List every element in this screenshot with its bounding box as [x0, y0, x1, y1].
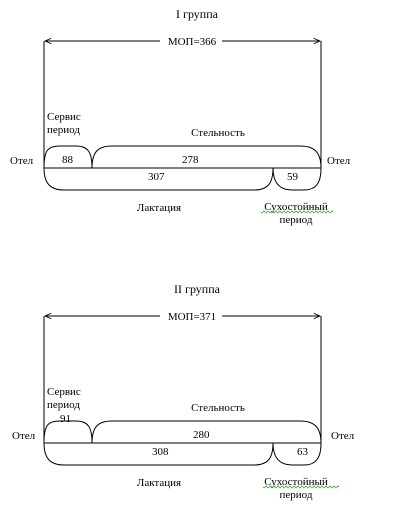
- mop-label-bg: [160, 33, 222, 47]
- lactation-value: 308: [152, 446, 169, 458]
- lactation-label: Лактация: [137, 202, 181, 214]
- lactation-value: 307: [148, 171, 165, 183]
- dry-period-brace: [272, 442, 322, 466]
- group-title: II группа: [174, 282, 221, 296]
- lactation-brace: [43, 442, 274, 466]
- mop-label: МОП=371: [168, 311, 216, 323]
- pregnancy-value: 280: [193, 429, 210, 441]
- group-title: I группа: [176, 7, 219, 21]
- calving-right-label: Отел: [327, 155, 351, 167]
- mop-label-bg: [160, 308, 222, 322]
- dry-period-value: 63: [297, 446, 309, 458]
- calving-left-label: Отел: [12, 430, 36, 442]
- pregnancy-brace: [91, 145, 322, 169]
- lactation-label: Лактация: [137, 477, 181, 489]
- spellcheck-underline: [262, 485, 340, 489]
- pregnancy-value: 278: [182, 154, 199, 166]
- calving-right-label: Отел: [331, 430, 355, 442]
- pregnancy-brace: [91, 420, 322, 444]
- service-period-brace: [43, 420, 93, 444]
- pregnancy-label: Стельность: [191, 127, 245, 139]
- service-period-value: 91: [60, 413, 71, 425]
- dry-period-value: 59: [287, 171, 299, 183]
- mop-label: МОП=366: [168, 36, 217, 48]
- lactation-brace: [43, 167, 274, 191]
- service-period-brace: [43, 145, 93, 169]
- spellcheck-underline: [260, 210, 334, 214]
- dry-period-brace: [272, 167, 322, 191]
- service-period-value: 88: [62, 154, 74, 166]
- pregnancy-label: Стельность: [191, 402, 245, 414]
- calving-left-label: Отел: [10, 155, 34, 167]
